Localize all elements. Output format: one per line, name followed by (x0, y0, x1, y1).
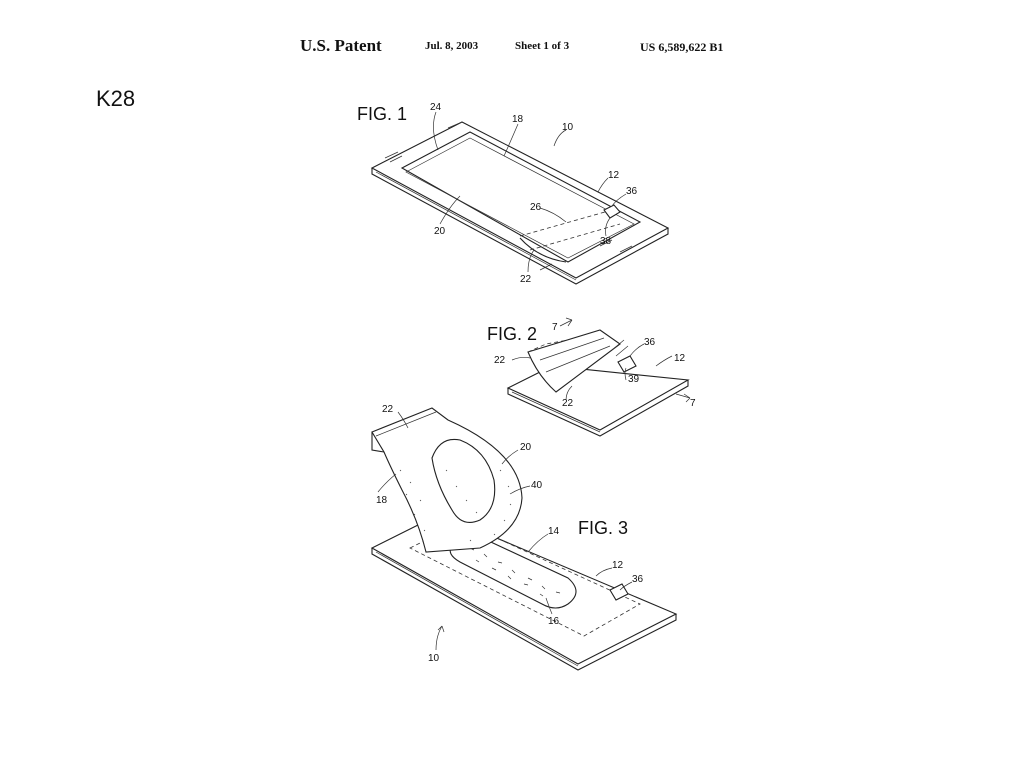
fig3-ref-18: 18 (376, 495, 388, 506)
fig3-ref-22: 22 (382, 404, 394, 415)
fig2-ref-22-bottom: 22 (562, 398, 574, 409)
fig3-title: FIG. 3 (578, 518, 628, 538)
fig1-ref-22: 22 (520, 274, 532, 285)
figure-1: FIG. 1 (357, 102, 670, 285)
patent-header: U.S. Patent Jul. 8, 2003 Sheet 1 of 3 US… (0, 36, 1024, 56)
fig1-title: FIG. 1 (357, 104, 407, 124)
fig1-ref-10: 10 (562, 122, 574, 133)
fig2-ref-7-top: 7 (552, 322, 558, 333)
fig2-ref-7-bottom: 7 (690, 398, 696, 409)
patent-number: US 6,589,622 B1 (640, 40, 724, 54)
fig3-ref-36: 36 (632, 574, 644, 585)
fig1-ref-24: 24 (430, 102, 442, 113)
fig3-package-drawing (370, 407, 678, 671)
fig1-ref-12: 12 (608, 170, 620, 181)
fig3-ref-20: 20 (520, 442, 532, 453)
fig2-package-drawing (506, 317, 691, 437)
fig1-package-drawing (370, 111, 670, 285)
fig1-ref-20: 20 (434, 226, 446, 237)
fig1-ref-36: 36 (626, 186, 638, 197)
fig2-title: FIG. 2 (487, 324, 537, 344)
fig2-ref-22-left: 22 (494, 355, 506, 366)
figure-3: FIG. 3 (370, 404, 678, 671)
fig3-ref-14: 14 (548, 526, 560, 537)
fig1-ref-18: 18 (512, 114, 524, 125)
fig3-ref-12: 12 (612, 560, 624, 571)
fig1-ref-38: 38 (600, 236, 612, 247)
fig2-ref-39: 39 (628, 374, 640, 385)
patent-label: U.S. Patent (300, 36, 382, 55)
sheet-number: Sheet 1 of 3 (515, 40, 570, 52)
slide-label: K28 (96, 86, 136, 111)
fig1-ref-26: 26 (530, 202, 542, 213)
figure-2: FIG. 2 7 22 36 12 39 22 (487, 317, 696, 437)
fig2-ref-36: 36 (644, 337, 656, 348)
fig3-ref-40: 40 (531, 480, 543, 491)
fig3-ref-16: 16 (548, 616, 560, 627)
fig3-ref-10: 10 (428, 653, 440, 664)
patent-date: Jul. 8, 2003 (425, 40, 479, 52)
fig2-ref-12: 12 (674, 353, 686, 364)
